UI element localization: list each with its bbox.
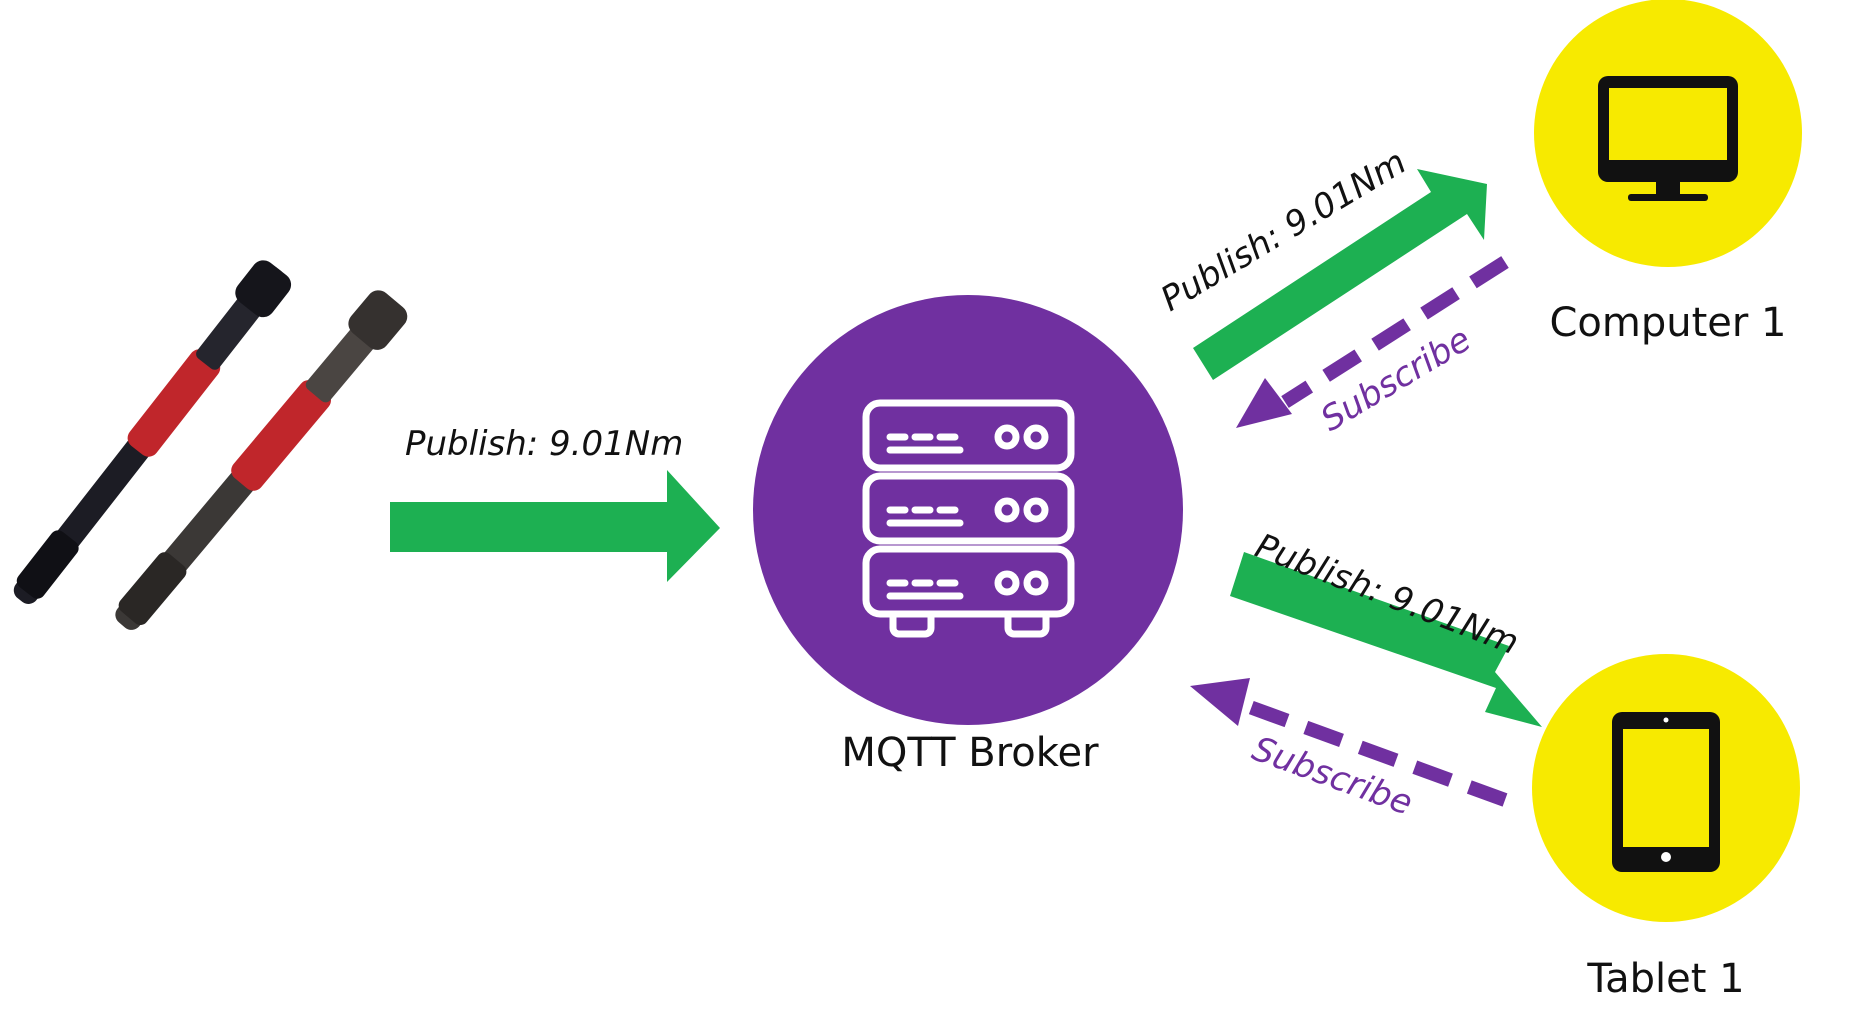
server-rack-icon <box>862 399 1075 638</box>
computer-label: Computer 1 <box>1549 300 1786 346</box>
tablet-label: Tablet 1 <box>1586 956 1744 1002</box>
publish-arrow-tools-to-broker <box>390 470 720 582</box>
computer-node <box>1534 0 1802 267</box>
edge-label-tools-publish: Publish: 9.01Nm <box>405 424 683 464</box>
tablet-icon <box>1612 712 1720 872</box>
tablet-node <box>1532 654 1800 922</box>
subscribe-line-tablet <box>1244 699 1508 807</box>
server-rack-dots <box>994 424 1049 596</box>
torque-wrench-icon <box>13 260 408 630</box>
tool-grey <box>115 290 408 630</box>
subscribe-arrowhead-computer <box>1236 378 1292 428</box>
broker-label: MQTT Broker <box>841 730 1099 776</box>
broker-node <box>753 295 1183 725</box>
tool-black <box>13 260 292 604</box>
server-rack-lines <box>886 433 964 600</box>
monitor-icon <box>1598 76 1738 201</box>
publish-arrow-broker-to-tablet <box>1230 552 1542 727</box>
subscribe-arrowhead-tablet <box>1190 678 1250 726</box>
publish-arrow-broker-to-computer <box>1193 169 1487 380</box>
subscribe-line-computer <box>1281 256 1509 408</box>
